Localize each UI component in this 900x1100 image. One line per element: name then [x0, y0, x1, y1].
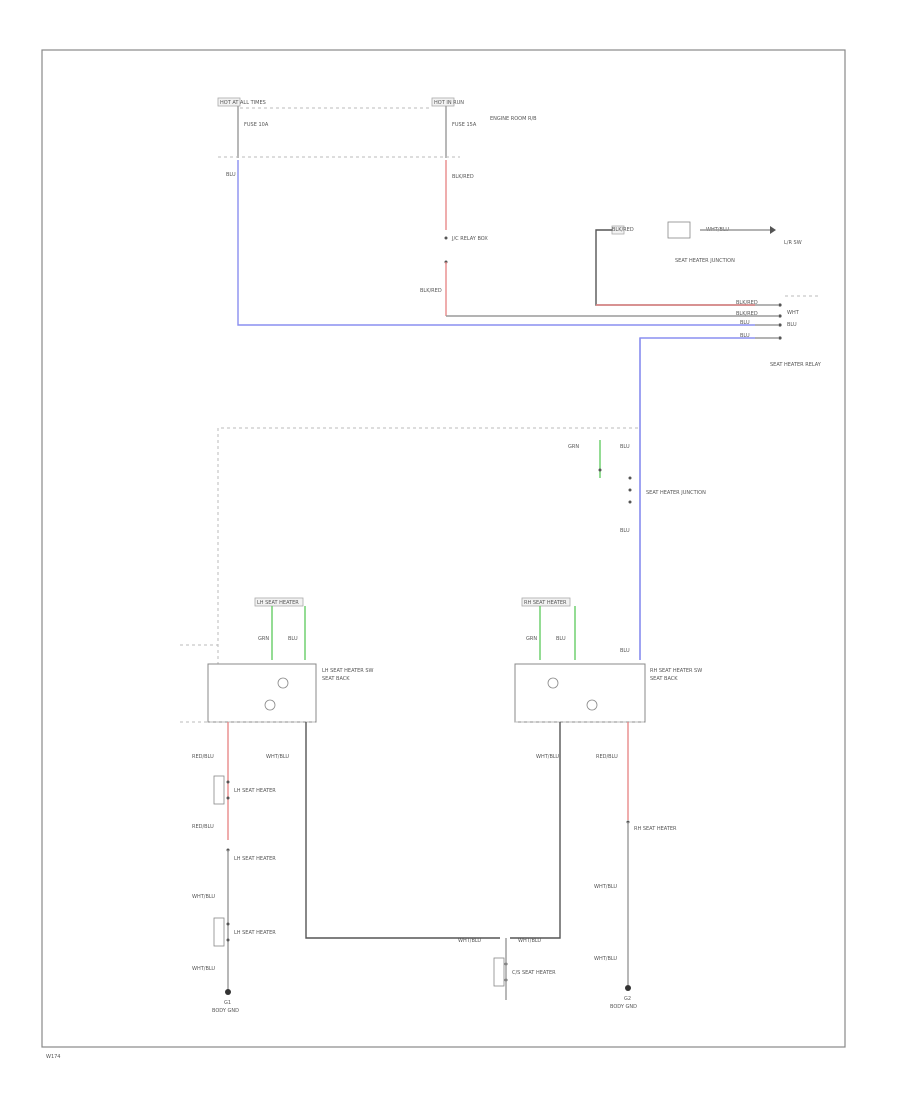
arrow-to-other — [770, 226, 776, 234]
junction-fuse-symbol — [667, 221, 691, 239]
fuse-box-note: ENGINE ROOM R/B — [490, 116, 537, 122]
svg-text:BLU: BLU — [740, 333, 750, 339]
left-seat-heater-note: LH SEAT HEATER — [234, 856, 276, 862]
ground-left-icon — [225, 989, 231, 995]
right-heater-term: SEAT BACK — [650, 676, 678, 682]
fuse-label-left: FUSE 10A — [244, 122, 269, 128]
wire-label-blu-right-2: BLU — [620, 528, 630, 534]
right-connector-note: SEAT HEATER JUNCTION — [646, 490, 706, 496]
left-conn-note-2: LH SEAT HEATER — [234, 930, 276, 936]
wire-label-right-gnd: WHT/BLU — [594, 884, 617, 890]
junction-note: SEAT HEATER JUNCTION — [675, 258, 735, 264]
junction-label-left: BLK/RED — [612, 227, 634, 233]
left-heater-top-label: LH SEAT HEATER — [257, 600, 299, 606]
wire-label-blkred-top: BLK/RED — [452, 174, 474, 180]
wire-label-grn-right: GRN — [568, 444, 579, 450]
relay-connector-stack: BLK/RED BLK/RED BLU BLU WHT BLU SEAT HEA… — [736, 295, 822, 368]
left-heater-switch: LH SEAT HEATER GRN BLU LH SEAT HEATER SW… — [180, 597, 374, 723]
wire-label-grn-left: GRN — [258, 636, 269, 642]
wire-right-to-center — [510, 722, 561, 939]
wire-blu-left — [237, 160, 755, 326]
power-source-left: HOT AT ALL TIMES FUSE 10A — [217, 97, 269, 158]
right-heater-body — [514, 663, 646, 723]
wire-label-blu-right-3: BLU — [556, 636, 566, 642]
wire-label-blu-left2: BLU — [288, 636, 298, 642]
hot-label-left: HOT AT ALL TIMES — [220, 100, 266, 106]
junction-side-note: L/R SW — [784, 240, 802, 246]
relay-pin-note: WHT — [787, 310, 800, 316]
left-connector-2 — [213, 917, 225, 947]
wire-label-left-2: WHT/BLU — [266, 754, 289, 760]
seat-area-boundary — [217, 427, 640, 665]
wire-blu-right — [639, 337, 755, 660]
right-heater-title: RH SEAT HEATER SW — [650, 668, 702, 674]
wire-label-blu-right-4: BLU — [620, 648, 630, 654]
wire-label-left-gnd-2: WHT/BLU — [192, 966, 215, 972]
right-heater-top-label: RH SEAT HEATER — [524, 600, 567, 606]
right-heater-switch: RH SEAT HEATER GRN BLU RH SEAT HEATER SW… — [514, 597, 702, 723]
wire-junction-loop — [595, 229, 755, 306]
ground-left-desc: BODY GND — [212, 1008, 239, 1014]
wire-label-blu-left: BLU — [226, 172, 236, 178]
power-source-right: HOT IN RUN FUSE 15A ENGINE ROOM R/B — [431, 97, 537, 158]
wire-label-blu-right: BLU — [620, 444, 630, 450]
wire-label-right-2: WHT/BLU — [536, 754, 559, 760]
wire-label-left-3: RED/BLU — [192, 824, 214, 830]
left-heater-body — [207, 663, 317, 723]
center-connector-note: C/S SEAT HEATER — [512, 970, 556, 976]
wire-label-right-gnd-2: WHT/BLU — [594, 956, 617, 962]
svg-text:BLK/RED: BLK/RED — [736, 300, 758, 306]
left-heater-title: LH SEAT HEATER SW — [322, 668, 374, 674]
ground-left-label: G1 — [224, 1000, 231, 1006]
diagram-frame — [41, 49, 846, 1048]
right-seat-heater-note: RH SEAT HEATER — [634, 826, 677, 832]
fuse-label-right: FUSE 15A — [452, 122, 477, 128]
ground-right-icon — [625, 985, 631, 991]
relay-pin-note-2: BLU — [787, 322, 797, 328]
wire-label-right-1: RED/BLU — [596, 754, 618, 760]
wire-label-left-1: RED/BLU — [192, 754, 214, 760]
connector-label-upper: J/C RELAY BOX — [451, 236, 488, 242]
ground-right-desc: BODY GND — [610, 1004, 637, 1010]
wire-left-to-center — [305, 722, 500, 939]
wire-label-bottom-right: WHT/BLU — [518, 938, 541, 944]
wire-label-bottom-left: WHT/BLU — [458, 938, 481, 944]
left-heater-term: SEAT BACK — [322, 676, 350, 682]
center-connector — [493, 957, 505, 987]
wire-label-blkred-lower: BLK/RED — [420, 288, 442, 294]
hot-label-right: HOT IN RUN — [434, 100, 464, 106]
svg-text:BLU: BLU — [740, 320, 750, 326]
footer-code: W174 — [46, 1054, 61, 1060]
relay-module-title: SEAT HEATER RELAY — [770, 362, 822, 368]
wire-label-left-gnd: WHT/BLU — [192, 894, 215, 900]
ground-right-label: G2 — [624, 996, 631, 1002]
left-connector-1 — [213, 775, 225, 805]
left-conn-note-1: LH SEAT HEATER — [234, 788, 276, 794]
wire-label-grn-right-2: GRN — [526, 636, 537, 642]
svg-text:BLK/RED: BLK/RED — [736, 311, 758, 317]
